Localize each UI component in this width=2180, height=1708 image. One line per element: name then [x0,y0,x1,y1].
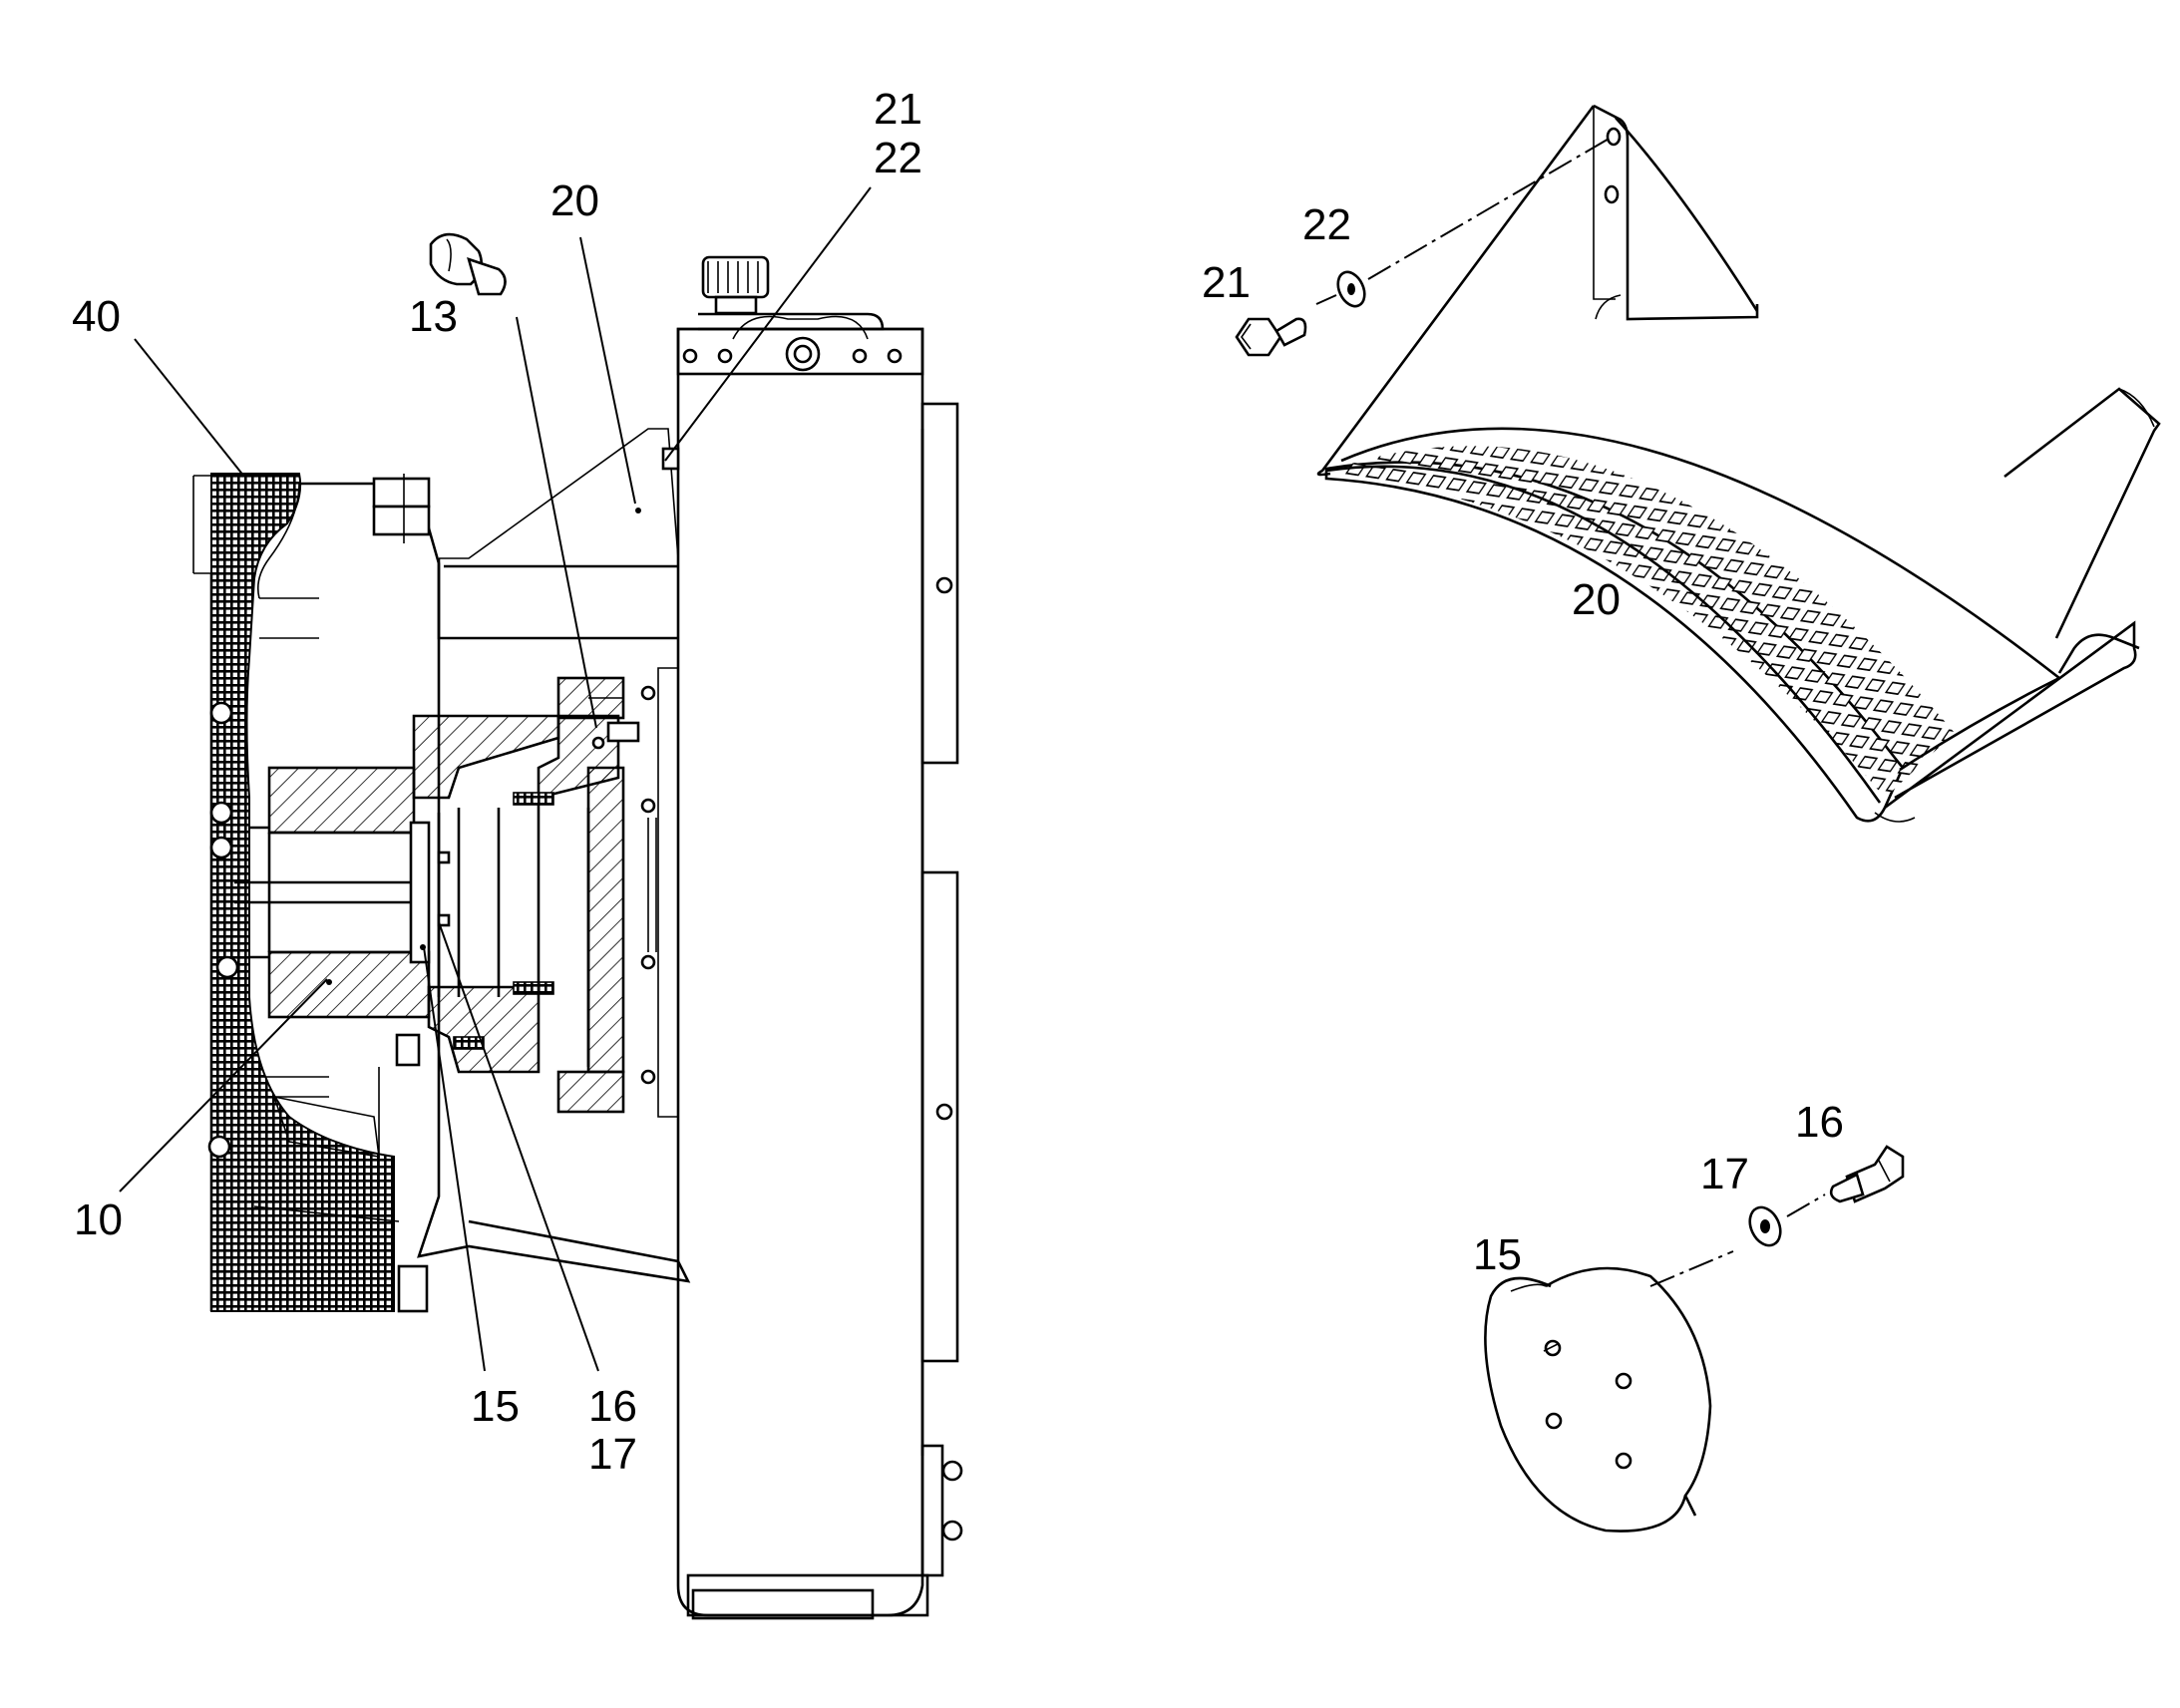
callout-15-right: 15 [1473,1230,1522,1279]
callout-15-left: 15 [471,1382,520,1431]
callout-22-right: 22 [1302,200,1351,249]
callout-21-left: 21 [874,85,922,134]
upper-duct [437,428,679,640]
callout-17-right: 17 [1700,1150,1749,1198]
callout-22-left: 22 [874,134,922,182]
callout-labels: 40 13 20 21 22 10 15 16 17 22 21 20 16 1… [72,85,1844,1479]
screen-assembly [1316,104,2161,823]
fan-shroud [253,474,691,1313]
callout-20-left: 20 [550,176,599,225]
callout-17-left: 17 [588,1430,637,1479]
hub-bolts [207,701,239,1159]
callout-16-right: 16 [1795,1098,1844,1147]
bolt-21-washer-22 [1235,137,1612,357]
left-assembly-section-view [119,186,963,1620]
filler-cap [682,255,903,372]
callout-40: 40 [72,292,121,341]
radiator-core [640,327,963,1620]
callout-13: 13 [409,292,458,341]
callout-21-right: 21 [1202,258,1251,307]
callout-10: 10 [74,1196,123,1244]
disc-assembly [1484,1145,1905,1533]
bolt-13-drawing [429,232,507,296]
hub-section-hatched [234,676,640,1114]
callout-16-left: 16 [588,1382,637,1431]
fan-guard-mesh [192,473,395,1312]
callout-20-right: 20 [1572,575,1621,624]
left-leader-lines [119,186,872,1372]
